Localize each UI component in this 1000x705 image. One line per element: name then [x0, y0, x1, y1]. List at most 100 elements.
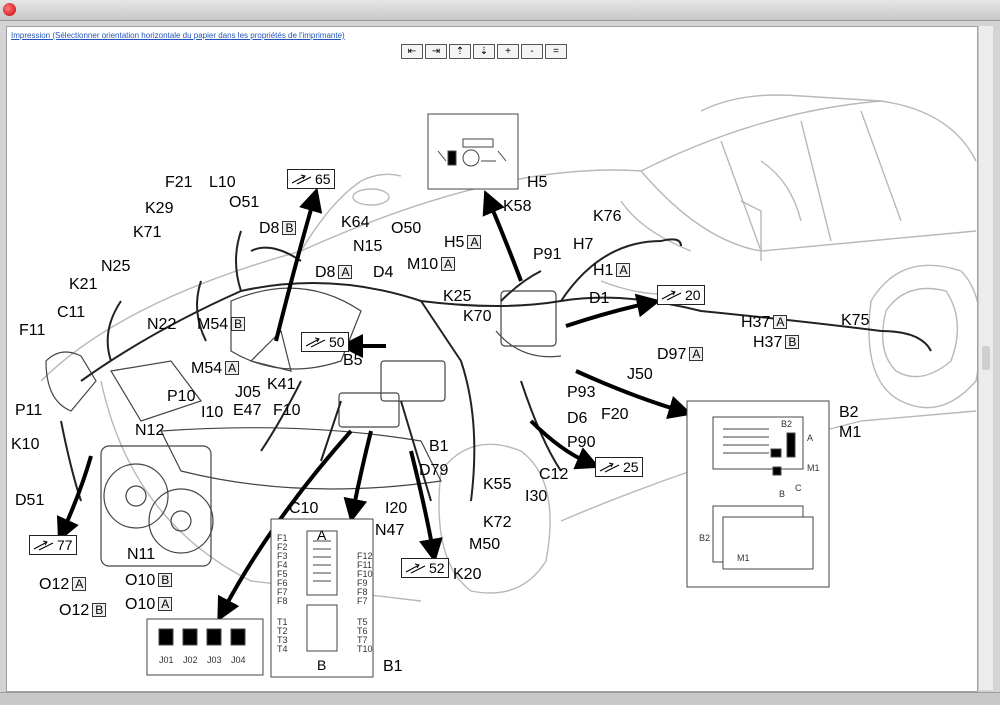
fuse-pin-f7: F7: [277, 587, 288, 597]
arrow-ref-icon: [33, 540, 54, 551]
detail-lower-m1: M1: [737, 553, 750, 563]
label-b1: B1: [429, 438, 449, 455]
nav-first-button[interactable]: ⇤: [401, 44, 423, 59]
nav-zoom-out-button[interactable]: -: [521, 44, 543, 59]
relay-label-j03: J03: [207, 655, 222, 665]
label-d79: D79: [419, 462, 449, 479]
label-d6: D6: [567, 410, 588, 427]
fuse-pin-t2: T2: [277, 626, 288, 636]
label-n12: N12: [135, 422, 165, 439]
nav-fit-button[interactable]: =: [545, 44, 567, 59]
label-f20: F20: [601, 406, 629, 423]
arrow-ref-icon: [405, 563, 426, 574]
arrow-ref-icon: [291, 174, 312, 185]
label-k41: K41: [267, 376, 296, 393]
label-n15: N15: [353, 238, 383, 255]
relay-panel: [146, 618, 264, 676]
ref-box-25[interactable]: 25: [595, 457, 643, 477]
label-e47: E47: [233, 402, 262, 419]
scrollbar-thumb[interactable]: [982, 346, 990, 370]
label-l10: L10: [209, 174, 236, 191]
label-k10: K10: [11, 436, 40, 453]
label-d4: D4: [373, 264, 394, 281]
label-k64: K64: [341, 214, 370, 231]
label-p93: P93: [567, 384, 596, 401]
window-titlebar[interactable]: [0, 0, 1000, 21]
label-j50: J50: [627, 366, 653, 383]
detail-b-tag: B: [779, 489, 786, 499]
fuse-pin-t7: T7: [357, 635, 368, 645]
document-viewer[interactable]: Impression (Sélectionner orientation hor…: [6, 26, 978, 692]
wiring-harness: [60, 230, 932, 502]
label-k55: K55: [483, 476, 512, 493]
label-f21: F21: [165, 174, 193, 191]
fuse-pin-f5: F5: [277, 569, 288, 579]
h5-detail-box: [427, 113, 519, 190]
detail-a-tag: A: [807, 433, 814, 443]
relay-label-j01: J01: [159, 655, 174, 665]
fuse-pin-f8-r: F8: [357, 587, 368, 597]
label-k29: K29: [145, 200, 174, 217]
label-k71: K71: [133, 224, 162, 241]
car-body-outline: [40, 94, 977, 602]
fuse-pin-f2: F2: [277, 542, 288, 552]
status-bar: [0, 692, 1000, 705]
label-k58: K58: [503, 198, 532, 215]
label-k76: K76: [593, 208, 622, 225]
label-d51: D51: [15, 492, 45, 509]
label-n11: N11: [127, 546, 156, 563]
fuse-pin-f4: F4: [277, 560, 288, 570]
ref-box-52[interactable]: 52: [401, 558, 449, 578]
fuse-pin-f7-r: F7: [357, 596, 368, 606]
ref-box-65[interactable]: 65: [287, 169, 335, 189]
nav-down-button[interactable]: ⇣: [473, 44, 495, 59]
fuse-pin-t4: T4: [277, 644, 288, 654]
vertical-scrollbar[interactable]: [978, 26, 993, 690]
label-k72: K72: [483, 514, 512, 531]
label-k20: K20: [453, 566, 482, 583]
fuse-pin-t1: T1: [277, 617, 288, 627]
fuse-pin-f6: F6: [277, 578, 288, 588]
nav-zoom-in-button[interactable]: +: [497, 44, 519, 59]
detail-m1-tag: M1: [807, 463, 820, 473]
fuse-pin-t6: T6: [357, 626, 368, 636]
print-link[interactable]: Impression (Sélectionner orientation hor…: [11, 31, 345, 40]
label-b5: B5: [343, 352, 363, 369]
fuse-pin-f11: F11: [357, 560, 372, 570]
fuse-pin-f10: F10: [357, 569, 373, 579]
relay-label-j04: J04: [231, 655, 246, 665]
label-d1: D1: [589, 290, 610, 307]
ref-box-20[interactable]: 20: [657, 285, 705, 305]
label-n22: N22: [147, 316, 177, 333]
label-h7: H7: [573, 236, 594, 253]
label-f11: F11: [19, 322, 46, 339]
detail-c-tag: C: [795, 483, 802, 493]
relay-label-j02: J02: [183, 655, 198, 665]
fusebox-bottom-label: B: [317, 657, 327, 673]
fuse-pin-f3: F3: [277, 551, 288, 561]
label-b2: B2: [839, 404, 859, 421]
arrow-ref-icon: [305, 337, 326, 348]
fuse-pin-f8: F8: [277, 596, 288, 606]
label-i20: I20: [385, 500, 408, 517]
arrow-ref-icon: [599, 462, 620, 473]
label-k70: K70: [463, 308, 492, 325]
nav-up-button[interactable]: ⇡: [449, 44, 471, 59]
nav-last-button[interactable]: ⇥: [425, 44, 447, 59]
b2-m1-detail-panel: [686, 400, 830, 588]
ref-box-50[interactable]: 50: [301, 332, 349, 352]
label-j05: J05: [235, 384, 261, 401]
ref-box-77[interactable]: 77: [29, 535, 77, 555]
pointer-arrows: [56, 187, 693, 622]
